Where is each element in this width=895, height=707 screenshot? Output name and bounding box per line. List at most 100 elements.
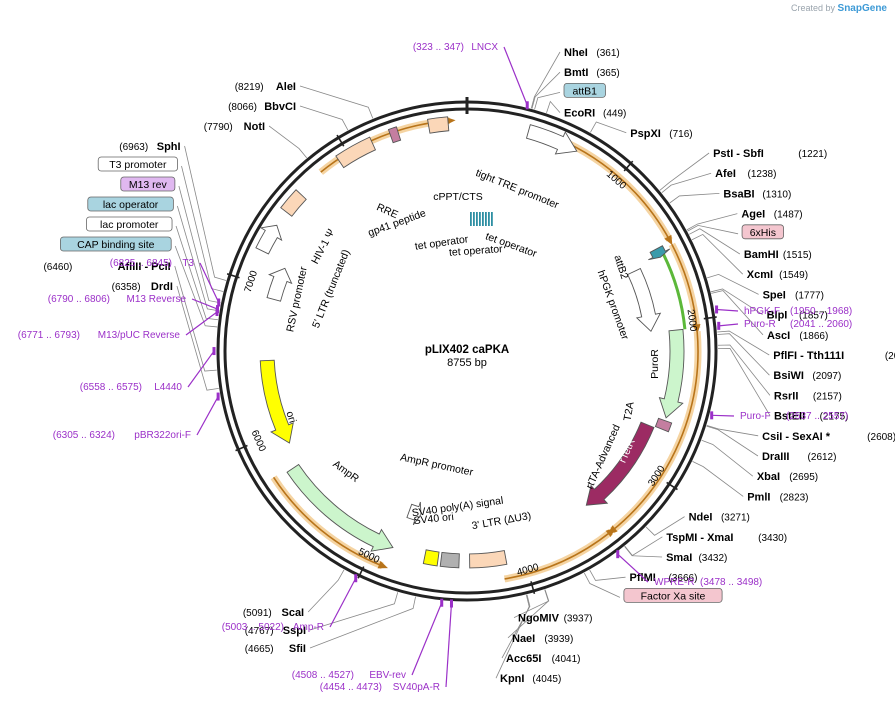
label-hpgk: hPGK promoter: [595, 269, 631, 342]
orf-arrowhead: [692, 324, 701, 335]
site-name: PflMI: [630, 572, 656, 584]
site-leader: [174, 265, 217, 372]
site-leader: [707, 273, 759, 295]
site-sspi: SspI(4767): [245, 625, 306, 637]
site-leader: [184, 145, 227, 281]
primer-mark: [354, 574, 358, 583]
site-pos: (3271): [721, 513, 750, 524]
site-pos: (449): [603, 109, 626, 120]
site-psti-sbfi: PstI - SbfI(1221): [713, 148, 827, 160]
label-puror: PuroR: [649, 349, 661, 379]
site-pmli: PmlI(2823): [747, 491, 808, 503]
site-leader: [175, 225, 218, 321]
primer-lncx: LNCX(323 .. 347): [413, 42, 529, 110]
site-name: AfeI: [715, 168, 736, 180]
primer-mark: [212, 347, 216, 356]
label-cppt: cPPT/CTS: [433, 191, 483, 203]
orf-arrowhead: [377, 560, 388, 569]
orf-arc: [272, 476, 383, 567]
site-name: EcoRI: [564, 108, 595, 120]
site-name: ScaI: [281, 607, 304, 619]
site-leader: [701, 439, 754, 477]
site-labels: NheI(361)BmtI(365)attB1EcoRI(449)PspXI(7…: [18, 42, 895, 693]
site-6xhis: 6xHis: [741, 224, 784, 240]
primer-sv40pa-r: SV40pA-R(4454 .. 4473): [320, 599, 453, 693]
site-leader: [589, 569, 626, 581]
site-ngomiv: NgoMIV (3937): [518, 613, 593, 625]
feature-hiv-1-: [280, 189, 307, 217]
site-lac-operator: lac operator: [87, 196, 174, 212]
site-pos: (6358): [112, 282, 141, 293]
primer-l4440: L4440(6558 .. 6575): [80, 347, 216, 393]
site-bamhi: BamHI(1515): [744, 249, 812, 261]
feature-ampr-promoter: [406, 501, 422, 526]
snapgene-credit: Created by SnapGene: [791, 3, 887, 14]
primer-range: (2041 .. 2060): [790, 319, 852, 330]
site-name: NgoMIV: [518, 613, 560, 625]
site-leader: [309, 592, 399, 631]
site-leader: [534, 92, 561, 110]
site-name: XbaI: [757, 471, 780, 483]
site-name: RsrII: [774, 390, 798, 402]
site-pos: (3432): [698, 553, 727, 564]
site-name: BlpI: [767, 310, 788, 322]
feature-sv40-ori: [422, 549, 440, 567]
site-box-label: attB1: [572, 85, 597, 97]
site-box-label: 6xHis: [750, 227, 776, 239]
orf-arc: [504, 531, 612, 580]
site-name: BmtI: [564, 67, 588, 79]
site-m13-rev: M13 rev: [120, 176, 176, 192]
primer-name: Puro-R: [744, 319, 776, 330]
primer-range: (5003 .. 5022): [222, 622, 284, 633]
orf-arrowhead: [664, 234, 673, 246]
site-leader: [176, 285, 219, 391]
site-pos: (2157): [813, 391, 842, 402]
primer-name: hPGK-F: [744, 306, 780, 317]
site-leader: [659, 152, 710, 191]
site-name: NheI: [564, 47, 588, 59]
feature-ampr: [286, 463, 394, 552]
site-afliii-pcii: AflIII - PciI(6460): [43, 261, 170, 273]
site-pos: (2175): [820, 412, 849, 423]
credit-brand: SnapGene: [837, 3, 887, 14]
site-leader: [307, 569, 345, 613]
tet-operator-mark: [488, 212, 490, 226]
primer-leader: [329, 577, 357, 628]
site-pflfi-tth111i: PflFI - Tth111I(2083): [773, 350, 895, 362]
site-name: PmlI: [747, 491, 770, 503]
site-pos: (3937): [564, 614, 593, 625]
site-name: DraIII: [762, 451, 790, 463]
primer-range: (4454 .. 4473): [320, 682, 382, 693]
primer-range: (323 .. 347): [413, 42, 464, 53]
site-ndei: NdeI(3271): [689, 512, 750, 524]
primer-mark: [717, 321, 721, 330]
tet-operator-mark: [491, 212, 493, 226]
label-ori: ori: [283, 410, 298, 425]
site-name: BsiWI: [773, 370, 804, 382]
tick-mark: [357, 566, 365, 579]
site-name: SphI: [157, 141, 181, 153]
tick-mark: [666, 481, 678, 491]
site-name: SmaI: [666, 552, 692, 564]
feature-ori: [259, 359, 294, 444]
site-xcmi: XcmI(1549): [747, 269, 808, 281]
site-leader: [717, 330, 770, 356]
site-leader: [686, 213, 738, 231]
primer-mark: [710, 411, 714, 420]
primer-range: (2537 .. 2557): [786, 411, 848, 422]
primer-pbr322ori-f: pBR322ori-F(6305 .. 6324): [53, 392, 220, 441]
site-rsrii: RsrII (2157): [774, 390, 842, 402]
site-pspxi: PspXI(716): [630, 128, 692, 140]
site-box-label: lac promoter: [100, 219, 159, 231]
site-name: NaeI: [512, 633, 535, 645]
site-leader: [181, 165, 224, 292]
site-name: SspI: [283, 625, 306, 637]
site-leader: [706, 425, 759, 457]
primer-leader: [503, 46, 528, 106]
site-leader: [706, 425, 759, 437]
feature-t2a: [654, 417, 673, 433]
site-kpni: KpnI(4045): [500, 673, 561, 685]
primer-mark: [449, 599, 453, 608]
primer-mark: [525, 101, 529, 110]
label-hiv: HIV-1 Ψ: [309, 227, 338, 266]
